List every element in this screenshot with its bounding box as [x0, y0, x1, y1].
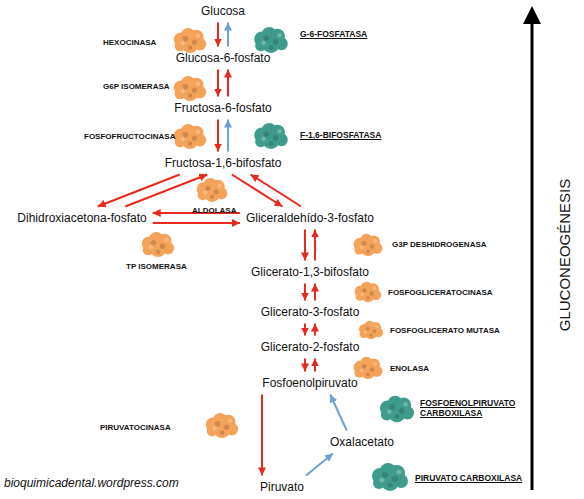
- reaction-arrow: [227, 70, 229, 97]
- metabolite-name: Glicerato-3-fosfato: [261, 305, 360, 319]
- metabolite: Piruvato: [257, 479, 307, 496]
- reaction-arrow: [304, 359, 306, 372]
- reaction-arrow: [304, 230, 306, 261]
- label-text: PIRUVATO CARBOXILASA: [415, 473, 522, 483]
- reaction-arrow: [314, 324, 316, 336]
- reaction-arrow: [261, 395, 263, 476]
- metabolite-name: Glucosa-6-fosfato: [176, 51, 271, 65]
- enzyme-icon: [254, 27, 288, 53]
- label-text: G6P ISOMERASA: [103, 82, 170, 91]
- label-text: GLUCONEOGÉNESIS: [556, 179, 573, 332]
- reaction-arrow: [217, 70, 219, 97]
- enzyme-label: TP ISOMERASA: [126, 262, 187, 272]
- enzyme-icon: [174, 28, 206, 53]
- label-text: ALDOLASA: [192, 206, 236, 215]
- reaction-arrow: [304, 284, 306, 301]
- label-text: F-1,6-BIFOSFATASA: [300, 130, 381, 140]
- reaction-arrow: [330, 395, 346, 431]
- enzyme-label: HEXOCINASA: [103, 38, 156, 48]
- metabolite: Glicerato-3-fosfato: [258, 304, 363, 321]
- enzyme-icon: [206, 413, 238, 438]
- enzyme-label: G3P DESHIDROGENASA: [392, 240, 487, 250]
- metabolite-name: Piruvato: [260, 480, 304, 494]
- reaction-arrow: [314, 359, 316, 372]
- reaction-arrow: [227, 23, 229, 47]
- metabolite-name: Fructosa-6-fosfato: [174, 101, 271, 115]
- metabolite-name: Glucosa: [201, 4, 245, 18]
- reaction-arrow: [251, 175, 302, 207]
- reaction-arrow: [304, 324, 306, 336]
- enzyme-label: FOSFOGLICERATO MUTASA: [390, 326, 500, 336]
- metabolite-name: Dihidroxiacetona-fosfato: [17, 211, 146, 225]
- enzyme-label: G-6-FOSFATASA: [300, 29, 367, 39]
- metabolite: Fructosa-1,6-bifosfato: [162, 155, 285, 172]
- reaction-arrow: [227, 120, 229, 152]
- metabolite-name: Glicerato-2-fosfato: [261, 340, 360, 354]
- enzyme-icon: [359, 321, 383, 340]
- reaction-arrow: [314, 284, 316, 301]
- enzyme-icon: [197, 178, 228, 202]
- reaction-arrow: [306, 454, 333, 476]
- metabolite: Fosfoenolpiruvato: [259, 375, 360, 392]
- label-text: FOSFOGLICERATO MUTASA: [390, 326, 500, 335]
- enzyme-icon: [142, 232, 174, 257]
- metabolite: Glicerato-2-fosfato: [258, 339, 363, 356]
- reaction-arrow: [217, 120, 219, 152]
- pathway-label: GLUCONEOGÉNESIS: [556, 179, 574, 332]
- label-text: PIRUVATOCINASA: [100, 423, 171, 432]
- metabolite-name: Fosfoenolpiruvato: [262, 376, 357, 390]
- watermark: bioquimicadental.wordpress.com: [4, 476, 179, 490]
- enzyme-label: PIRUVATOCINASA: [100, 423, 171, 433]
- enzyme-label: F-1,6-BIFOSFATASA: [300, 130, 381, 140]
- label-text: G3P DESHIDROGENASA: [392, 240, 487, 249]
- enzyme-icon: [354, 234, 383, 256]
- reaction-arrow: [217, 23, 219, 47]
- enzyme-label: FOSFOGLICERATOCINASA: [388, 288, 493, 298]
- metabolite-name: Fructosa-1,6-bifosfato: [165, 156, 282, 170]
- enzyme-label: ALDOLASA: [192, 206, 236, 216]
- label-text: FOSFOGLICERATOCINASA: [388, 288, 493, 297]
- enzyme-icon: [380, 396, 414, 423]
- label-text: HEXOCINASA: [103, 38, 156, 47]
- metabolite: Oxalacetato: [327, 434, 397, 451]
- metabolite-name: Oxalacetato: [330, 435, 394, 449]
- enzyme-label: G6P ISOMERASA: [103, 82, 170, 92]
- metabolite: Gliceraldehído-3-fosfato: [243, 210, 377, 227]
- label-text: TP ISOMERASA: [126, 262, 187, 271]
- enzyme-icon: [354, 357, 383, 379]
- enzyme-icon: [355, 282, 381, 303]
- reaction-arrow: [125, 175, 207, 207]
- reaction-arrow: [314, 230, 316, 261]
- enzyme-icon: [174, 124, 206, 149]
- metabolite: Dihidroxiacetona-fosfato: [14, 210, 149, 227]
- label-text: FOSFOENOLPIRUVATO CARBOXILASA: [420, 398, 515, 418]
- metabolite-name: Gliceraldehído-3-fosfato: [246, 211, 374, 225]
- label-text: G-6-FOSFATASA: [300, 29, 367, 39]
- enzyme-icon: [254, 123, 288, 149]
- reaction-arrow: [153, 222, 240, 224]
- metabolite: Glicerato-1,3-bifosfato: [248, 264, 372, 281]
- metabolite: Glucosa-6-fosfato: [173, 50, 274, 67]
- metabolite: Fructosa-6-fosfato: [171, 100, 274, 117]
- label-text: ENOLASA: [390, 364, 429, 373]
- enzyme-icons: [142, 27, 414, 491]
- label-text: bioquimicadental.wordpress.com: [4, 476, 179, 490]
- enzyme-icon: [372, 463, 408, 491]
- label-text: FOSFOFRUCTOCINASA: [84, 132, 175, 141]
- enzyme-label: PIRUVATO CARBOXILASA: [415, 473, 522, 483]
- direction-arrow: [523, 6, 541, 490]
- direction-arrow-shaft: [531, 22, 534, 490]
- enzyme-icon: [174, 76, 206, 101]
- direction-arrow-head: [523, 6, 541, 24]
- enzyme-label: FOSFOFRUCTOCINASA: [84, 132, 175, 142]
- metabolite-name: Glicerato-1,3-bifosfato: [251, 265, 369, 279]
- enzyme-label: ENOLASA: [390, 364, 429, 374]
- enzyme-label: FOSFOENOLPIRUVATO CARBOXILASA: [420, 398, 512, 418]
- metabolite: Glucosa: [198, 3, 248, 20]
